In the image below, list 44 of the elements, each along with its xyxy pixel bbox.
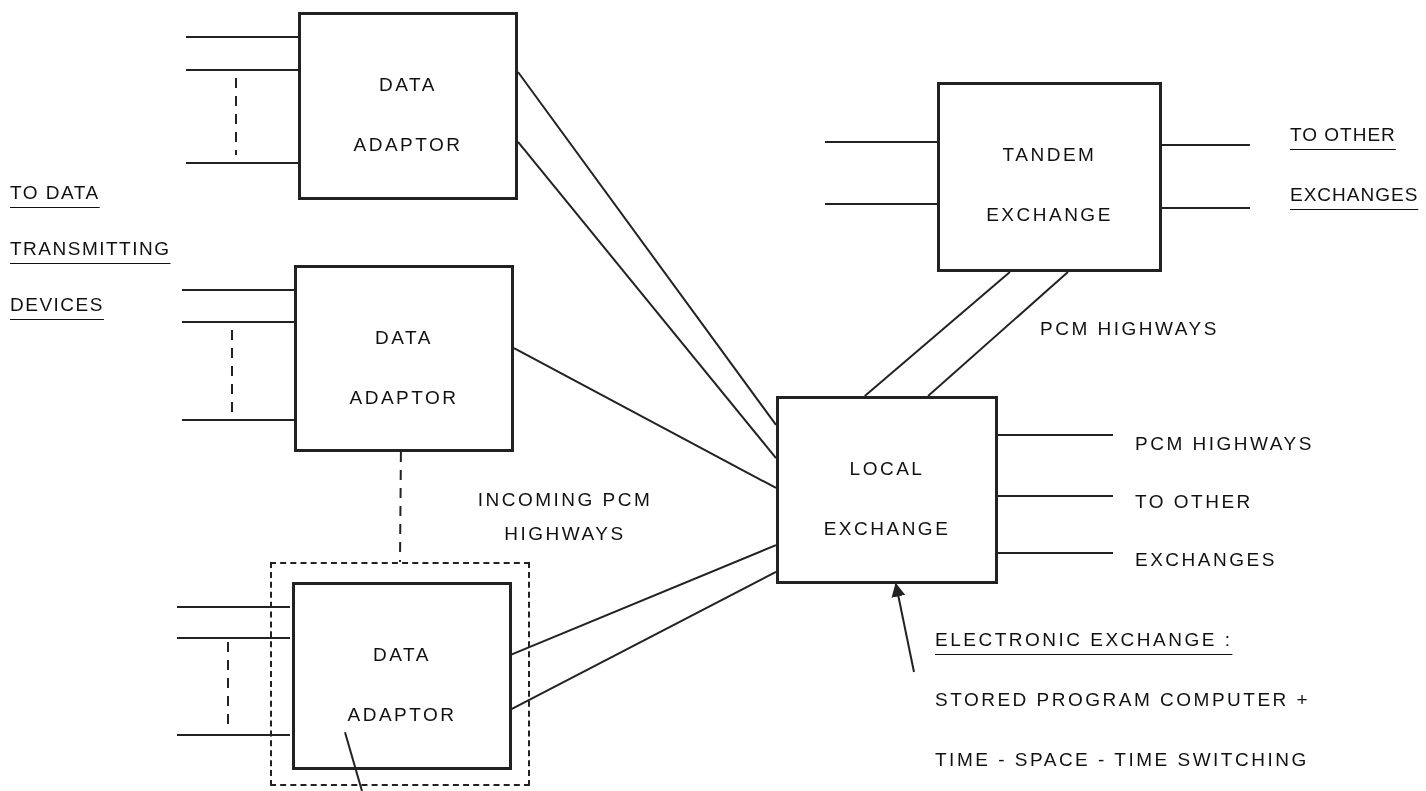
line	[181, 321, 295, 324]
line	[181, 419, 295, 421]
connector-line	[863, 271, 1011, 397]
box-label: DATA ADAPTOR	[346, 643, 458, 727]
box-label: LOCAL EXCHANGE	[822, 457, 952, 541]
line	[997, 433, 1114, 436]
box-label: TANDEM EXCHANGE	[985, 143, 1114, 227]
connector-line	[517, 70, 777, 426]
process-box	[298, 12, 518, 200]
line	[824, 203, 938, 205]
connector-line	[927, 271, 1069, 397]
line	[344, 731, 363, 791]
line	[997, 495, 1114, 497]
leader-arrow	[891, 582, 915, 673]
line	[181, 289, 295, 292]
process-box	[776, 396, 998, 584]
connector-line	[517, 140, 777, 460]
annotation-text: TO OTHER EXCHANGES	[1290, 123, 1420, 207]
line	[1161, 144, 1251, 147]
line	[176, 637, 291, 640]
annotation-text: PCM HIGHWAYS TO OTHER EXCHANGES	[1135, 432, 1315, 572]
connector-line	[509, 544, 777, 657]
line	[176, 606, 291, 609]
line	[176, 733, 291, 736]
line	[185, 161, 299, 164]
line	[997, 552, 1114, 554]
connector-line	[399, 451, 402, 563]
line	[185, 69, 299, 72]
line	[824, 141, 938, 144]
line	[1161, 206, 1251, 209]
annotation-text: TO DATA TRANSMITTING DEVICES	[10, 181, 172, 317]
connector-line	[513, 347, 777, 489]
dashed-frame	[270, 562, 530, 786]
annotation-heading: ELECTRONIC EXCHANGE :	[935, 628, 1234, 652]
annotation-text: PCM HIGHWAYS	[1040, 317, 1220, 341]
box-label: DATA ADAPTOR	[348, 326, 460, 410]
process-box	[292, 582, 512, 770]
box-label: DATA ADAPTOR	[352, 73, 464, 157]
process-box	[937, 82, 1162, 272]
connector-line	[509, 570, 777, 711]
process-box	[294, 265, 514, 452]
line	[185, 36, 299, 38]
annotation-text: STORED PROGRAM COMPUTER + TIME - SPACE - TIME SWITCHING	[935, 688, 1312, 772]
annotation-text: INCOMING PCM HIGHWAYS	[476, 488, 654, 546]
